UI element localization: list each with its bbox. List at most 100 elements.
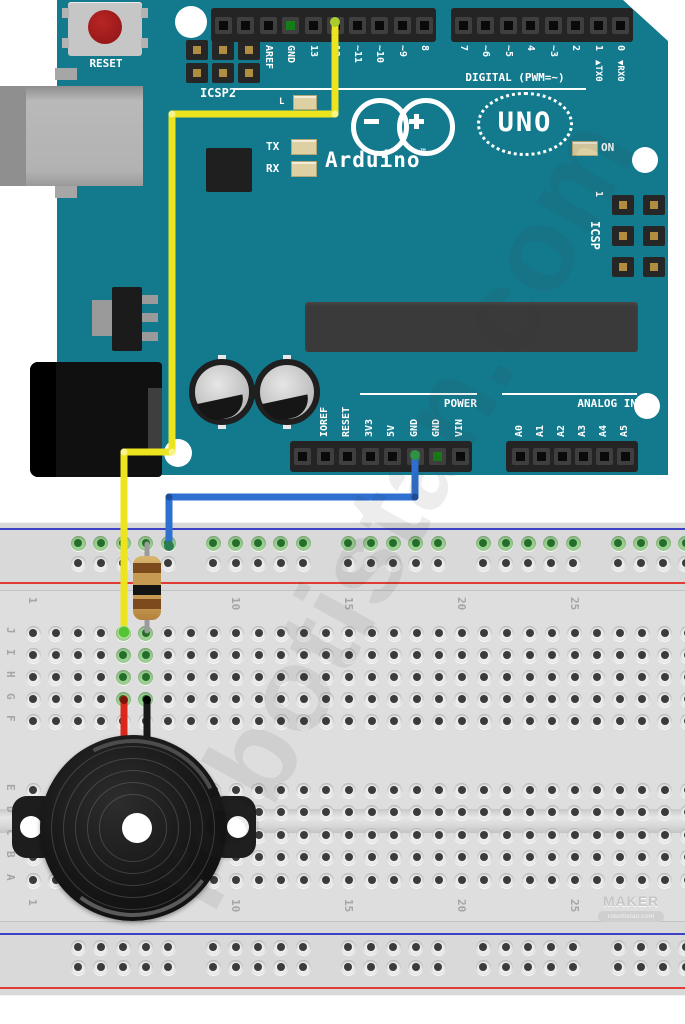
breadboard-hole — [589, 647, 605, 663]
buzzer-groove — [51, 746, 215, 910]
breadboard-hole — [680, 804, 685, 820]
breadboard-hole — [251, 782, 267, 798]
hole-opening — [390, 853, 399, 861]
breadboard-hole — [251, 691, 267, 707]
hole-opening — [344, 695, 353, 703]
breadboard-hole — [250, 939, 266, 955]
hole-opening — [322, 876, 331, 884]
breadboard-hole — [364, 804, 380, 820]
led-tx — [291, 139, 317, 155]
breadboard-hole — [475, 959, 491, 975]
breadboard-hole-connected — [610, 535, 626, 551]
breadboard-hole — [228, 669, 244, 685]
hole-opening — [119, 629, 128, 637]
hole-opening — [570, 853, 579, 861]
breadboard-hole-connected — [408, 535, 423, 551]
breadboard-hole — [430, 555, 446, 571]
hole-opening — [659, 963, 667, 971]
hole-opening — [254, 673, 263, 681]
breadboard-hole — [70, 713, 86, 729]
breadboard-hole — [386, 713, 402, 729]
breadboard-hole — [680, 849, 685, 865]
breadboard-hole — [657, 625, 673, 641]
hole-opening — [29, 786, 37, 794]
breadboard-hole — [567, 713, 583, 729]
breadboard-hole — [183, 713, 199, 729]
hole-opening — [570, 876, 579, 884]
digital-pin-label: 8 — [419, 45, 430, 52]
breadboard-hole-connected — [678, 535, 685, 551]
hole-opening — [322, 853, 331, 861]
hole-opening — [593, 853, 602, 861]
hole-opening — [502, 853, 511, 861]
breadboard-hole — [612, 849, 628, 865]
breadboard-hole — [431, 691, 447, 707]
breadboard-hole — [476, 827, 492, 843]
hole-opening — [570, 717, 579, 725]
breadboard-hole-connected — [633, 535, 648, 551]
buzzer-center-hole — [122, 813, 152, 843]
breadboard-hole — [318, 849, 334, 865]
row-letter: J — [4, 627, 17, 634]
breadboard-hole — [93, 713, 109, 729]
breadboard-hole — [476, 625, 492, 641]
breadboard-hole — [341, 647, 357, 663]
hole-opening — [615, 651, 624, 659]
breadboard-hole — [386, 782, 402, 798]
hole-opening — [231, 539, 240, 547]
breadboard-hole — [296, 713, 312, 729]
breadboard-hole — [341, 782, 357, 798]
hole-opening — [164, 717, 173, 725]
breadboard-hole — [138, 959, 153, 975]
breadboard-hole — [634, 713, 650, 729]
breadboard-hole-connected — [115, 625, 131, 641]
breadboard-hole — [589, 691, 605, 707]
breadboard-hole — [251, 669, 267, 685]
power-pin-contact — [365, 451, 375, 461]
reset-button-tab — [62, 38, 69, 48]
hole-opening — [254, 853, 263, 861]
hole-opening — [683, 717, 685, 725]
hole-opening — [548, 651, 557, 659]
hole-opening — [411, 539, 420, 547]
hole-opening — [615, 876, 624, 884]
hole-opening — [232, 673, 241, 681]
hole-opening — [164, 673, 173, 681]
hole-opening — [366, 963, 375, 971]
digital-pin-contact — [419, 20, 429, 30]
hole-opening — [569, 963, 577, 971]
breadboard-hole — [296, 691, 312, 707]
resistor-band — [133, 599, 161, 609]
reset-button-cap — [88, 10, 122, 44]
hole-opening — [683, 673, 685, 681]
hole-opening — [479, 559, 487, 567]
breadboard-hole-connected — [70, 535, 86, 551]
breadboard-hole — [680, 669, 685, 685]
breadboard-hole — [228, 939, 243, 955]
hole-opening — [524, 943, 532, 951]
breadboard-hole — [340, 555, 356, 571]
breadboard-hole-connected — [363, 535, 378, 551]
breadboard-hole-connected — [138, 647, 154, 663]
breadboard-hole — [680, 691, 685, 707]
breadboard-hole — [386, 691, 402, 707]
hole-opening — [615, 695, 624, 703]
hole-opening — [141, 943, 150, 951]
hole-opening — [593, 831, 602, 839]
breadboard-hole — [567, 691, 583, 707]
hole-opening — [277, 717, 286, 725]
breadboard-hole — [228, 647, 244, 663]
breadboard-hole — [522, 804, 538, 820]
hole-opening — [186, 673, 195, 681]
breadboard-hole — [409, 849, 425, 865]
breadboard-hole — [522, 625, 538, 641]
breadboard-hole — [296, 782, 312, 798]
analog-pin-label: A0 — [514, 424, 525, 437]
breadboard-hole — [340, 959, 356, 975]
breadboard-hole — [251, 849, 267, 865]
breadboard-hole — [589, 782, 605, 798]
icsp-pin — [612, 195, 634, 215]
silk-line — [502, 393, 637, 395]
breadboard-hole — [567, 849, 583, 865]
hole-opening — [29, 695, 37, 703]
